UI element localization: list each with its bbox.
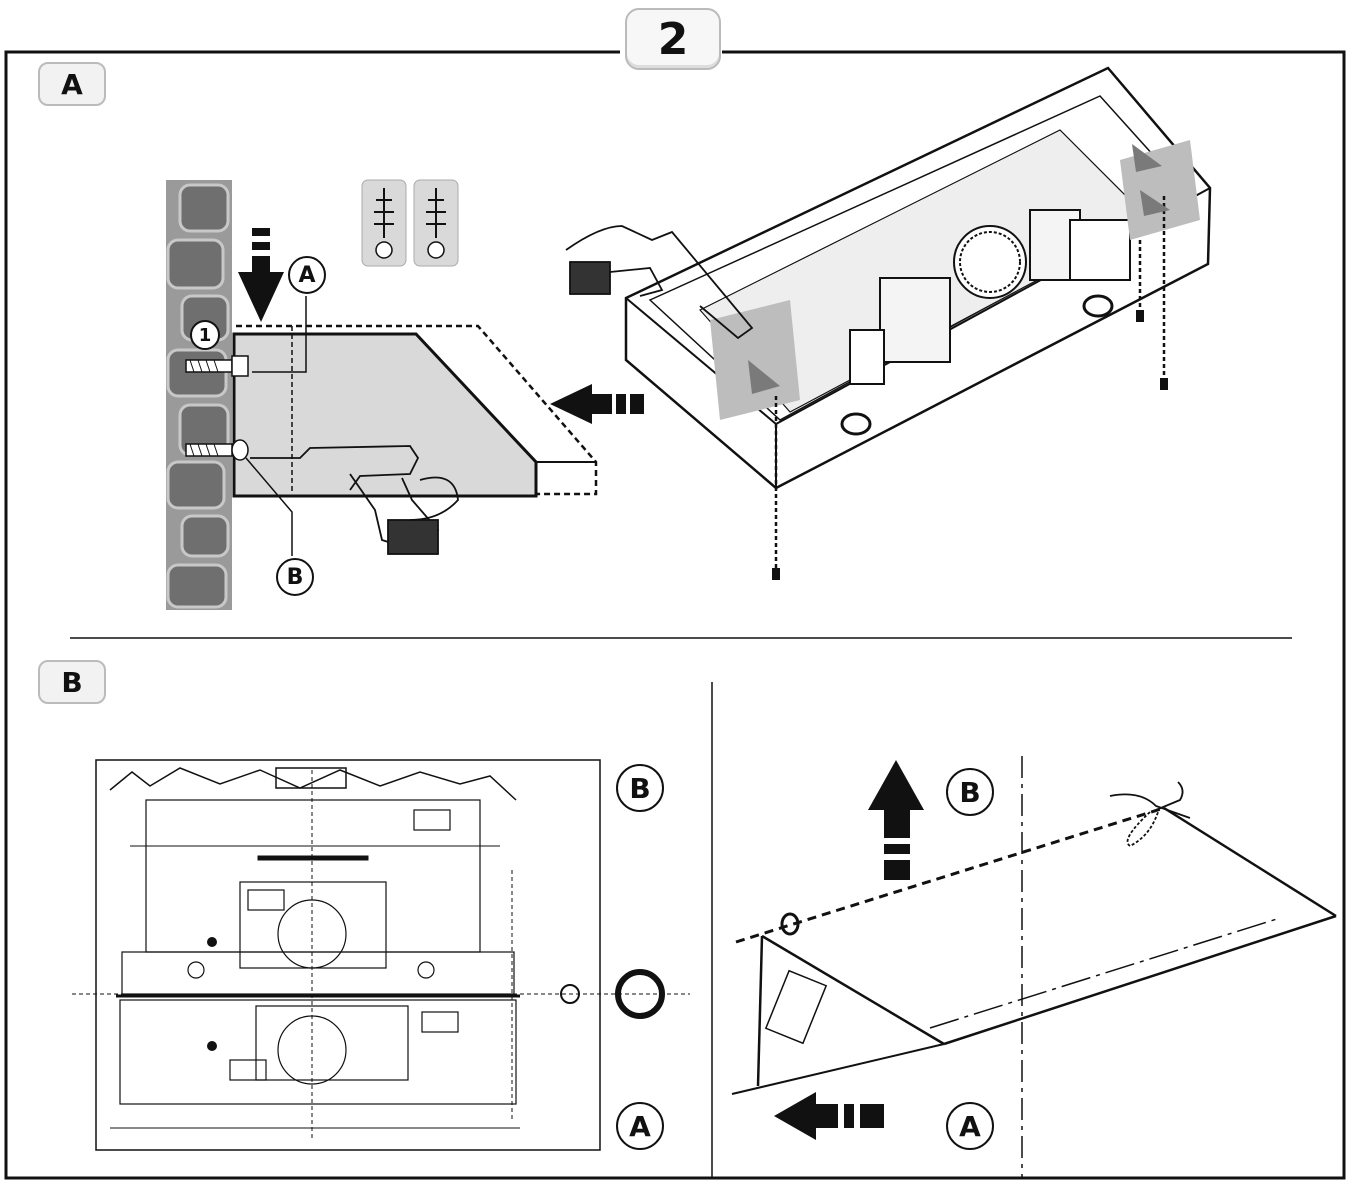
callout-point-a: A — [946, 1102, 994, 1150]
scissors-icon — [1109, 781, 1191, 848]
wall-screw-lower — [185, 439, 249, 461]
hood-side-body — [232, 332, 538, 498]
diagram-frame — [4, 50, 1346, 1180]
brick-wall — [166, 180, 232, 610]
wall-plug-icon — [413, 179, 459, 267]
down-arrow-icon — [238, 228, 284, 322]
wall-plug-icon — [361, 179, 407, 267]
callout-point-b: B — [276, 558, 314, 596]
template-sheet — [72, 759, 690, 1151]
hole-marker-large — [615, 969, 665, 1019]
drill-icon — [565, 225, 754, 340]
callout-point-b: B — [946, 768, 994, 816]
screws — [772, 310, 1168, 580]
wall-screw-upper — [185, 355, 249, 377]
left-arrow-icon — [774, 1092, 884, 1140]
left-arrow-icon — [550, 384, 644, 424]
callout-point-a: A — [616, 1102, 664, 1150]
callout-point-b: B — [616, 764, 664, 812]
drill-icon — [250, 445, 459, 555]
callout-point-a: A — [288, 256, 326, 294]
hole-marker-small — [560, 984, 580, 1004]
template-cut — [731, 756, 1337, 1178]
section-a-label: A — [38, 62, 106, 106]
grey-arrows — [748, 144, 1170, 394]
callout-anchor-1: 1 — [190, 320, 220, 350]
section-b-label: B — [38, 660, 106, 704]
step-number: 2 — [625, 8, 721, 70]
up-arrow-icon — [868, 760, 924, 880]
